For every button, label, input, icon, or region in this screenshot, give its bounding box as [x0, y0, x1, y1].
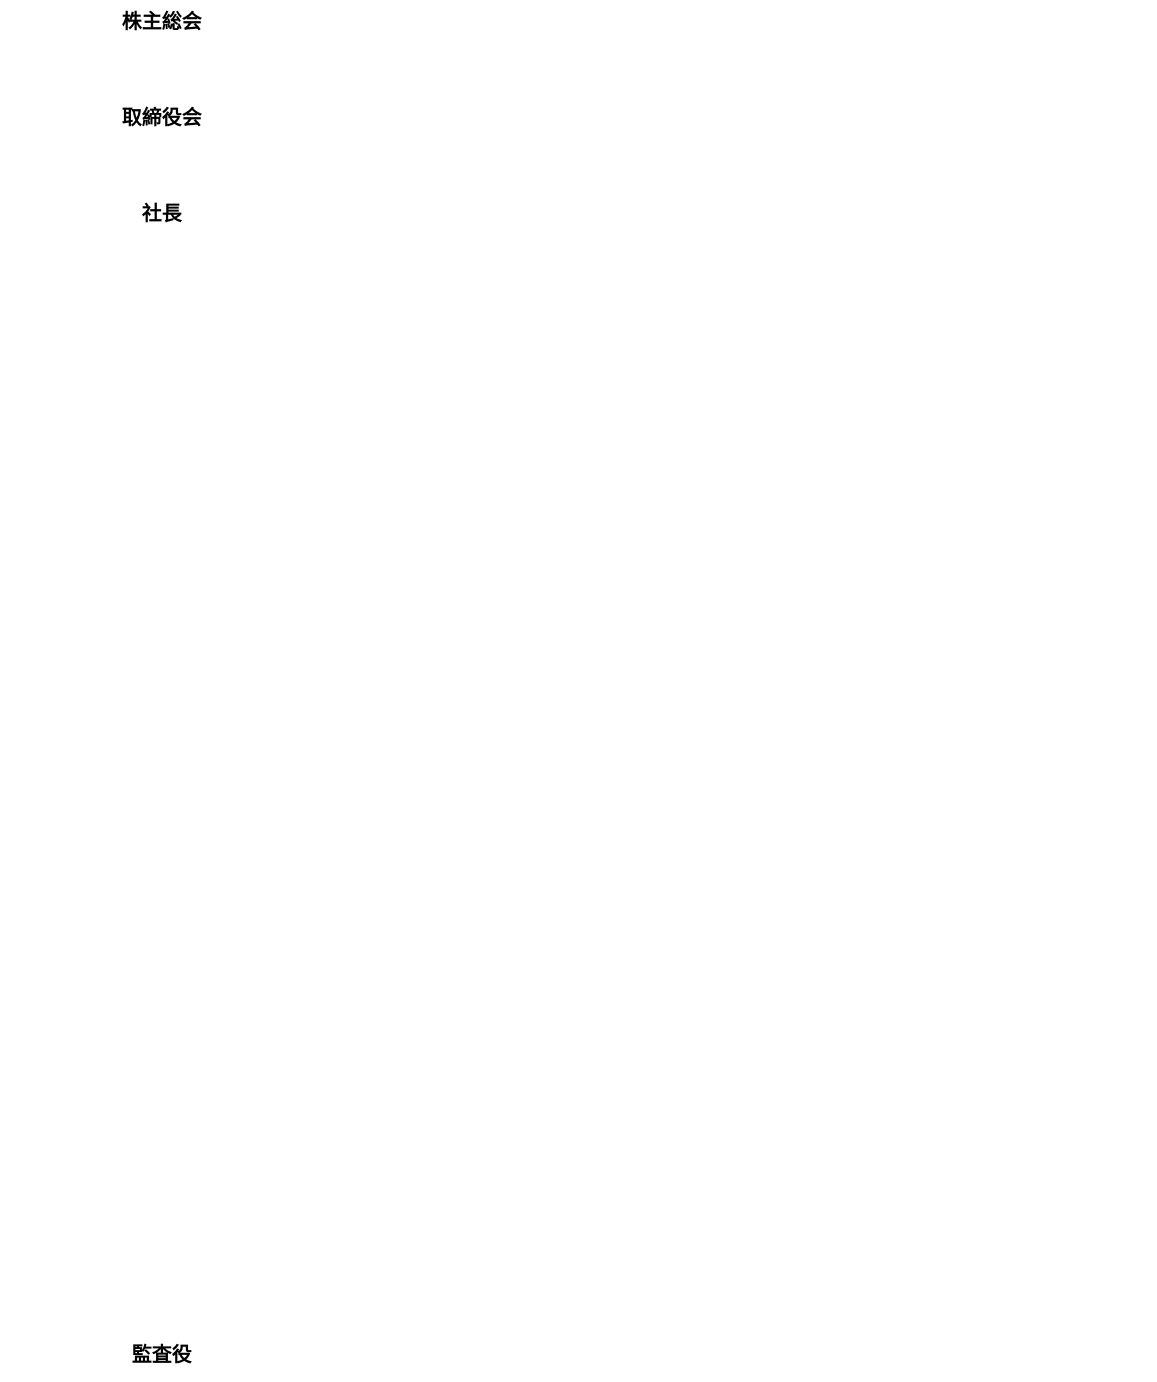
- node-shareholders-meeting: 株主総会: [122, 9, 202, 33]
- node-auditor: 監査役: [132, 1342, 192, 1366]
- node-president: 社長: [142, 201, 182, 225]
- node-board-of-directors: 取締役会: [122, 105, 202, 129]
